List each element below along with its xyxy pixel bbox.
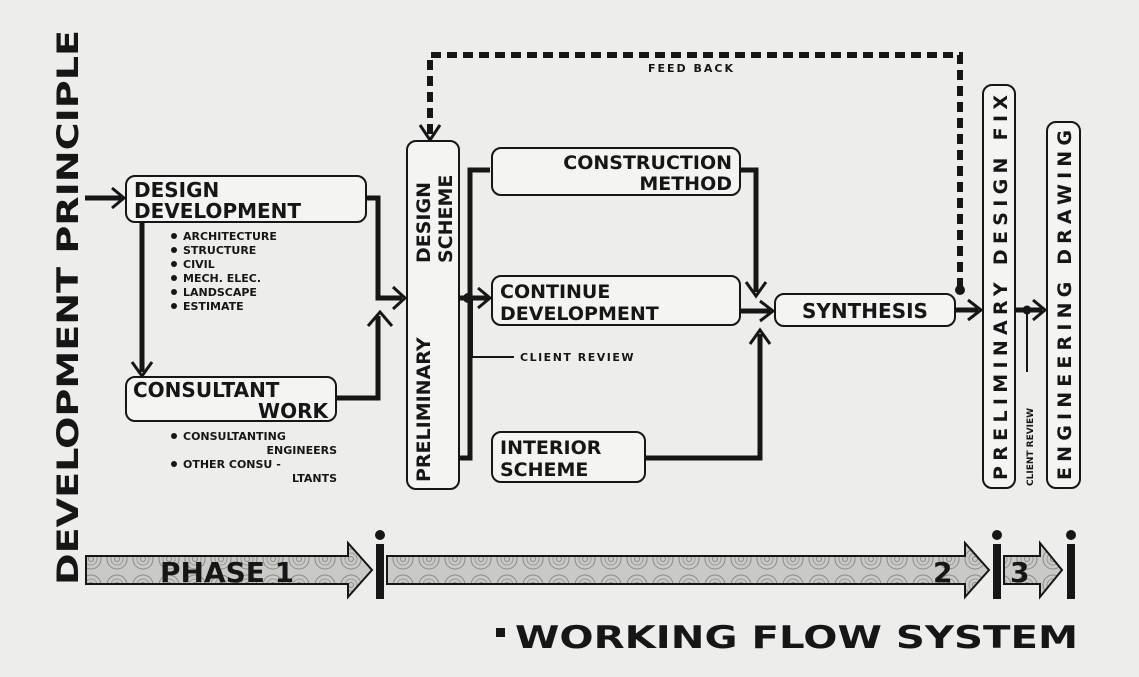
synthesis-box[interactable]: SYNTHESIS — [774, 293, 956, 327]
list-item: ARCHITECTURE — [183, 230, 277, 243]
list-item: MECH. ELEC. — [183, 272, 261, 285]
consultant-items: CONSULTANTING ENGINEERS OTHER CONSU - LT… — [171, 430, 337, 485]
phase-1-arrow — [85, 540, 374, 600]
construction-method-box[interactable]: CONSTRUCTION METHOD — [491, 147, 741, 196]
box-label: CONSULTANT — [133, 378, 280, 402]
client-review-label-2: CLIENT REVIEW — [1026, 408, 1036, 486]
scheme-branch-line — [459, 167, 490, 461]
box-label: PRELIMINARY — [413, 337, 435, 482]
list-item: ESTIMATE — [183, 300, 244, 313]
feedback-line — [427, 52, 963, 288]
phase-1-label: PHASE 1 — [160, 556, 294, 589]
title-bullet-icon — [496, 628, 505, 637]
phase-2-arrow — [386, 540, 991, 600]
box-label: SCHEME — [435, 175, 457, 263]
box-label: METHOD — [639, 173, 732, 195]
list-item: LANDSCAPE — [183, 286, 257, 299]
list-item: CONSULTANTING — [183, 430, 286, 443]
box-label: CONTINUE — [500, 281, 610, 303]
list-item: ENGINEERS — [267, 444, 338, 457]
phase-2-label: 2 — [933, 556, 952, 589]
client-review-line-1 — [471, 298, 514, 358]
list-item: LTANTS — [292, 472, 337, 485]
feedback-dot — [955, 285, 965, 295]
list-item: OTHER CONSU - — [183, 458, 281, 471]
box-label: PRELIMINARY DESIGN FIX — [990, 95, 1012, 480]
phase-marker — [1066, 530, 1076, 599]
box-label: SCHEME — [500, 459, 588, 481]
phase-bar: PHASE 1 2 3 — [85, 530, 1076, 600]
list-item: STRUCTURE — [183, 244, 256, 257]
feedback-label: FEED BACK — [648, 62, 735, 75]
footer-title: WORKING FLOW SYSTEM — [515, 620, 1078, 656]
phase-marker — [992, 530, 1002, 599]
side-title: DEVELOPMENT PRINCIPLE — [51, 30, 85, 585]
phase-3-label: 3 — [1010, 556, 1029, 589]
box-label: DESIGN — [134, 178, 219, 202]
box-label: DEVELOPMENT — [134, 199, 301, 223]
client-review-label: CLIENT REVIEW — [520, 351, 635, 364]
box-label: DEVELOPMENT — [500, 303, 659, 325]
box-label: CONSTRUCTION — [563, 152, 732, 174]
phase-3-arrow — [1003, 540, 1064, 600]
box-label: DESIGN — [413, 182, 435, 263]
box-label: SYNTHESIS — [802, 299, 928, 323]
preliminary-design-scheme-box[interactable]: PRELIMINARY DESIGN SCHEME — [406, 140, 460, 490]
construction-to-synthesis-line — [740, 167, 759, 292]
interior-scheme-box[interactable]: INTERIOR SCHEME — [491, 431, 646, 483]
consultant-to-scheme-line — [336, 316, 381, 401]
continue-development-box[interactable]: CONTINUE DEVELOPMENT — [491, 275, 741, 326]
design-development-box[interactable]: DESIGN DEVELOPMENT — [125, 175, 367, 223]
design-development-items: ARCHITECTURE STRUCTURE CIVIL MECH. ELEC.… — [171, 230, 277, 313]
box-label: WORK — [258, 399, 329, 423]
consultant-work-box[interactable]: CONSULTANT WORK — [125, 376, 337, 423]
engineering-drawing-box[interactable]: ENGINEERING DRAWING — [1046, 121, 1081, 489]
preliminary-design-fix-box[interactable]: PRELIMINARY DESIGN FIX — [982, 84, 1016, 489]
box-label: INTERIOR — [500, 437, 602, 459]
phase-marker — [375, 530, 385, 599]
list-item: CIVIL — [183, 258, 215, 271]
box-label: ENGINEERING DRAWING — [1054, 130, 1076, 480]
interior-to-synthesis-line — [645, 334, 763, 461]
dd-to-scheme-line — [366, 195, 402, 301]
